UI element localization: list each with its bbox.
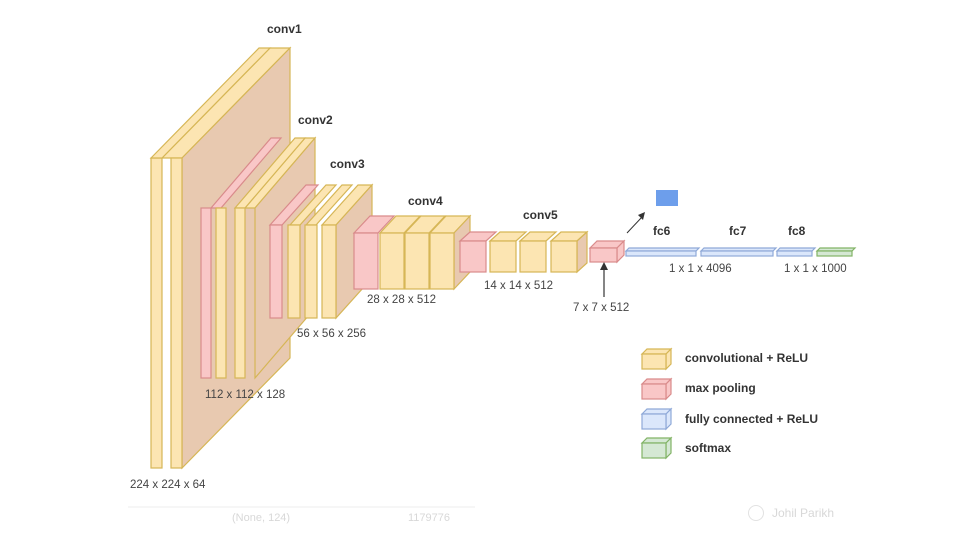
legend-label: fully connected + ReLU	[685, 412, 818, 426]
legend-item-fc: fully connected + ReLU	[640, 407, 818, 431]
conv3-block	[268, 183, 374, 320]
dim-56: 56 x 56 x 256	[297, 328, 366, 340]
label-conv3: conv3	[330, 157, 365, 171]
fc7-bar	[699, 247, 778, 257]
dim-4096: 1 x 1 x 4096	[669, 263, 732, 275]
legend-item-pool: max pooling	[640, 377, 756, 401]
ghost-table-cell-right: 1179776	[408, 512, 451, 524]
legend-item-softmax: softmax	[640, 436, 731, 460]
label-conv1: conv1	[267, 22, 302, 36]
label-fc8: fc8	[788, 224, 806, 238]
watermark-author: Johil Parikh	[772, 506, 835, 520]
dim-112: 112 x 112 x 128	[205, 389, 285, 401]
conv5-block	[458, 230, 589, 274]
softmax-bar	[815, 247, 857, 257]
fc8-bar	[775, 247, 817, 257]
blue-marker	[656, 190, 678, 206]
legend-label: convolutional + ReLU	[685, 351, 808, 365]
pool5-block	[588, 239, 626, 264]
dim-28: 28 x 28 x 512	[367, 294, 436, 306]
dim-224: 224 x 224 x 64	[130, 479, 206, 491]
label-conv5: conv5	[523, 208, 558, 222]
dim-1000: 1 x 1 x 1000	[784, 263, 847, 275]
ghost-table-cell-left: (None, 124)	[232, 512, 291, 524]
dim-14: 14 x 14 x 512	[484, 280, 553, 292]
watermark-avatar-icon	[748, 505, 764, 521]
label-fc7: fc7	[729, 224, 747, 238]
fc6-bar	[624, 247, 701, 257]
conv4-block	[352, 214, 472, 291]
pointer-arrow-icon	[600, 262, 608, 297]
diagonal-arrow-icon	[626, 212, 645, 234]
legend-label: max pooling	[685, 381, 756, 395]
legend-label: softmax	[685, 441, 731, 455]
label-fc6: fc6	[653, 224, 671, 238]
dim-7: 7 x 7 x 512	[573, 302, 629, 314]
label-conv2: conv2	[298, 113, 333, 127]
label-conv4: conv4	[408, 194, 443, 208]
legend-item-conv: convolutional + ReLU	[640, 347, 808, 371]
legend: convolutional + ReLU max pooling fully c…	[640, 347, 818, 460]
